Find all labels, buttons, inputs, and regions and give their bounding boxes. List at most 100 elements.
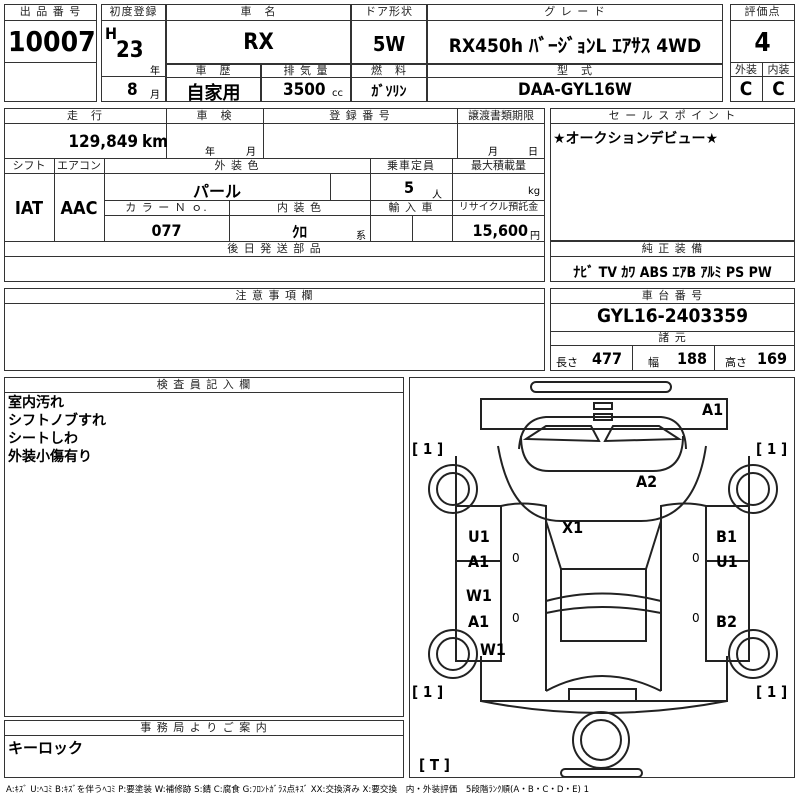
damage-mark: A1: [468, 612, 490, 631]
color: パール: [192, 182, 241, 201]
recycle-label: リサイクル預託金: [458, 202, 539, 213]
mileage: 129,849: [68, 132, 138, 152]
model: DAA-GYL16W: [518, 80, 632, 100]
disp-unit: cc: [332, 88, 343, 99]
office-box: [4, 720, 404, 778]
later-parts-label: 後 日 発 送 部 品: [227, 242, 322, 255]
spare-tire: [ T ]: [419, 756, 450, 774]
car-diagram: [409, 377, 795, 778]
history-box: [166, 64, 261, 102]
equip-box: [550, 241, 795, 282]
car-name: RX: [243, 30, 274, 55]
mileage-unit: km: [142, 132, 169, 152]
era: H: [105, 24, 118, 43]
damage-mark: X1: [562, 518, 584, 537]
inspect-label: 車 検: [196, 109, 233, 122]
score-label: 評価点: [744, 5, 781, 18]
height-label: 高さ: [725, 356, 747, 369]
name-label: 車 名: [240, 5, 277, 18]
displacement: 3500: [283, 80, 326, 100]
height: 169: [757, 349, 788, 368]
cap-label: 乗車定員: [387, 159, 435, 172]
zero-mark: 0: [692, 551, 700, 565]
lot-label: 出 品 番 号: [19, 5, 82, 18]
legend: A:ｷｽﾞ U:ﾍｺﾐ B:ｷｽﾞを伴うﾍｺﾐ P:要塗装 W:補修跡 S:錆 …: [6, 785, 590, 795]
first-reg-month: 8: [127, 80, 138, 100]
damage-mark: W1: [480, 640, 506, 659]
damage-mark: U1: [468, 527, 490, 546]
info-grid: [4, 108, 545, 282]
color-number: 077: [151, 221, 182, 240]
zero-mark: 0: [512, 551, 520, 565]
inspector-box: [4, 377, 404, 717]
load-unit: kg: [528, 186, 541, 197]
caution-label: 注 意 事 項 欄: [235, 289, 314, 302]
grade-label: グ レ ー ド: [544, 5, 606, 18]
equipment: ﾅﾋﾞ TV ｶﾜ ABS ｴｱB ｱﾙﾐ PS PW: [573, 265, 772, 281]
damage-mark: A2: [636, 472, 658, 491]
sales-text: ★オークションデビュー★: [553, 131, 719, 147]
colorno-label: カ ラ ー Ｎ ｏ.: [125, 201, 208, 214]
lot-box: [4, 4, 97, 102]
zero-mark: 0: [512, 611, 520, 625]
chassis-box: [550, 288, 795, 371]
damage-mark: B1: [716, 527, 737, 546]
width-label: 幅: [648, 356, 659, 369]
grade: RX450h ﾊﾞｰｼﾞｮﾝL ｴｱｻｽ 4WD: [448, 35, 702, 57]
interior-color: ｸﾛ: [291, 223, 307, 241]
regno-label: 登 録 番 号: [329, 109, 391, 122]
disp-box: [261, 64, 351, 102]
door-type: 5W: [372, 32, 406, 56]
door-label: ドア形状: [365, 5, 413, 18]
ext-grade: C: [739, 78, 753, 100]
model-label: 型 式: [557, 64, 593, 77]
history-label: 車 歴: [195, 64, 232, 77]
fuel-label: 燃 料: [371, 64, 407, 77]
tire-rear-left: [ 1 ]: [412, 683, 444, 701]
import-label: 輸 入 車: [388, 201, 434, 214]
car-outline: [428, 381, 778, 777]
inspect-year-unit: 年: [205, 147, 215, 158]
transfer-month-unit: 月: [488, 147, 498, 158]
tire-rear-right: [ 1 ]: [756, 683, 788, 701]
disp-label: 排 気 量: [283, 64, 329, 77]
length: 477: [592, 349, 623, 368]
first-reg-box: [101, 4, 166, 102]
inspector-line: 外装小傷有り: [8, 449, 92, 465]
chassis-number: GYL16-2403359: [596, 305, 749, 327]
tire-front-right: [ 1 ]: [756, 440, 788, 458]
shift: IAT: [14, 198, 44, 219]
length-label: 長さ: [556, 356, 578, 369]
ac: AAC: [60, 198, 98, 219]
mileage-label: 走 行: [67, 109, 103, 122]
inspector-line: 室内汚れ: [8, 395, 64, 411]
fuel-box: [351, 64, 427, 102]
grade-box: [427, 4, 723, 64]
name-box: [166, 4, 351, 64]
inspector-label: 検 査 員 記 入 欄: [156, 378, 252, 391]
first-reg-label: 初度登録: [109, 5, 158, 18]
inspector-line: シートしわ: [8, 431, 78, 447]
transfer-label: 譲渡書類期限: [468, 109, 534, 122]
first-reg-year: 23: [116, 38, 144, 63]
intcolor-unit: 系: [356, 231, 366, 242]
lot-number: 10007: [8, 25, 96, 58]
month-unit: 月: [150, 90, 160, 101]
shift-label: シフト: [12, 159, 46, 172]
inspect-month-unit: 月: [246, 147, 256, 158]
load-label: 最大積載量: [471, 159, 526, 172]
damage-mark: A1: [702, 400, 724, 419]
office-label: 事 務 局 よ り ご 案 内: [140, 721, 268, 734]
score: 4: [754, 28, 771, 58]
int-label: 内装: [767, 63, 790, 76]
equip-label: 純 正 装 備: [641, 242, 704, 255]
capacity: 5: [404, 178, 415, 197]
zero-mark: 0: [692, 611, 700, 625]
ac-label: エアコン: [57, 159, 101, 172]
chassis-label: 車 台 番 号: [641, 289, 704, 302]
transfer-day-unit: 日: [528, 147, 538, 158]
sales-label: セ ー ル ス ポ イ ン ト: [608, 109, 737, 122]
intcolor-label: 内 装 色: [277, 201, 322, 214]
inspector-line: シフトノブすれ: [8, 413, 106, 429]
sales-box: [550, 108, 795, 241]
